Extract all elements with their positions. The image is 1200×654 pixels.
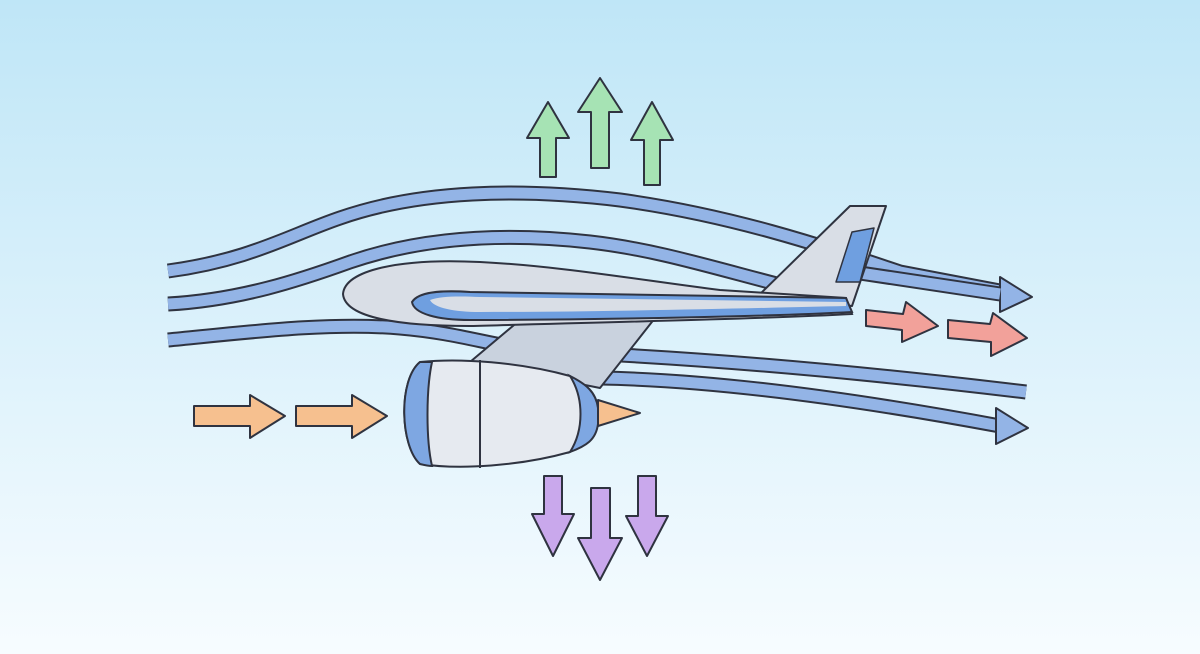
- streamline-2: [167, 229, 802, 312]
- engine: [403, 359, 641, 468]
- thrust-arrow-icon: [947, 312, 1028, 357]
- weight-arrow-icon: [625, 475, 669, 557]
- streamline-5: [838, 262, 1002, 302]
- weight-arrow-icon: [577, 487, 623, 581]
- engine-nozzle-cone: [597, 399, 641, 427]
- lift-arrow-icon: [526, 101, 570, 178]
- engine-exhaust-band: [567, 373, 599, 454]
- airflow-streamlines: [167, 185, 1033, 445]
- streamline-arrowhead: [999, 276, 1033, 313]
- lift-arrows: [526, 77, 674, 186]
- streamline-4: [599, 370, 1029, 445]
- tail-fin-stripe: [835, 227, 875, 283]
- engine-nacelle: [403, 359, 584, 468]
- streamline-arrowhead: [995, 407, 1029, 445]
- thrust-arrows: [865, 301, 1028, 357]
- thrust-arrow-icon: [865, 301, 939, 343]
- weight-arrows: [531, 475, 669, 581]
- airplane: [341, 205, 887, 468]
- weight-arrow-icon: [531, 475, 575, 557]
- lift-arrow-icon: [630, 101, 674, 186]
- streamline-1: [167, 185, 1033, 313]
- engine-intake-band: [403, 360, 434, 468]
- intake-air-arrows: [193, 394, 388, 439]
- fuselage-stripe-highlight: [430, 296, 846, 312]
- lift-arrow-icon: [577, 77, 623, 169]
- intake-arrow-icon: [295, 394, 388, 439]
- intake-arrow-icon: [193, 394, 286, 439]
